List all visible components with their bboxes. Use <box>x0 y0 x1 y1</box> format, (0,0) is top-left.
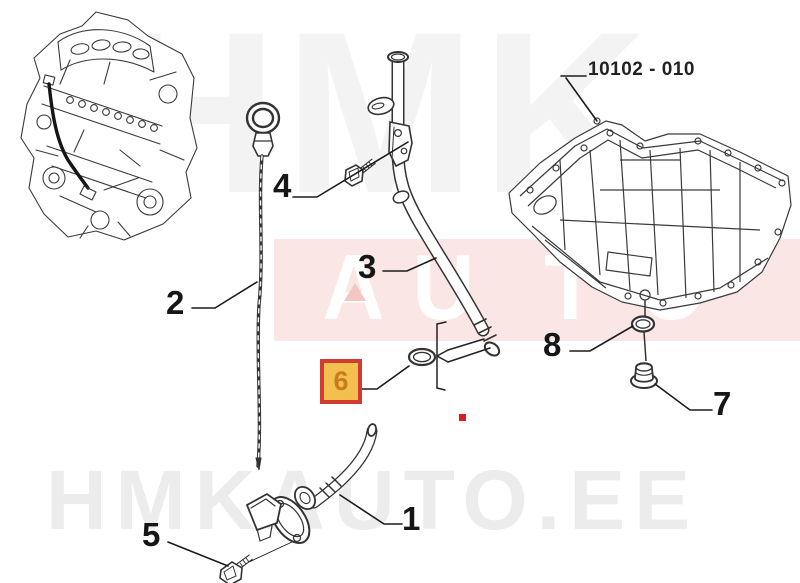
bolt-5-illustration <box>219 554 253 583</box>
part-callout-4[interactable]: 4 <box>273 167 292 204</box>
drain-plug-illustration <box>630 300 658 389</box>
part-callout-8[interactable]: 8 <box>543 326 562 363</box>
lower-tube-illustration <box>245 423 378 544</box>
oil-pan-illustration <box>508 117 792 311</box>
red-marker-dot <box>459 414 466 421</box>
engine-illustration <box>20 11 198 241</box>
oring-8-illustration <box>630 315 656 333</box>
part-callout-7[interactable]: 7 <box>713 385 732 422</box>
part-callout-3[interactable]: 3 <box>358 248 377 285</box>
watermark-bottom-text: HMKAUTO.EE <box>46 453 700 547</box>
part-callout-6-highlighted[interactable]: 6 <box>320 359 362 404</box>
upper-dipstick-tube-illustration <box>367 51 501 357</box>
part-callout-1[interactable]: 1 <box>402 500 421 537</box>
part-number-label[interactable]: 10102 - 010 <box>588 59 695 80</box>
part-callout-5[interactable]: 5 <box>142 516 161 553</box>
grouping-bracket <box>436 321 491 391</box>
part-callout-2[interactable]: 2 <box>166 284 185 321</box>
oring-6-illustration <box>407 347 437 367</box>
watermark-letter-a-counter <box>344 283 366 301</box>
dipstick-illustration <box>245 101 281 471</box>
leader-lines <box>167 75 713 567</box>
